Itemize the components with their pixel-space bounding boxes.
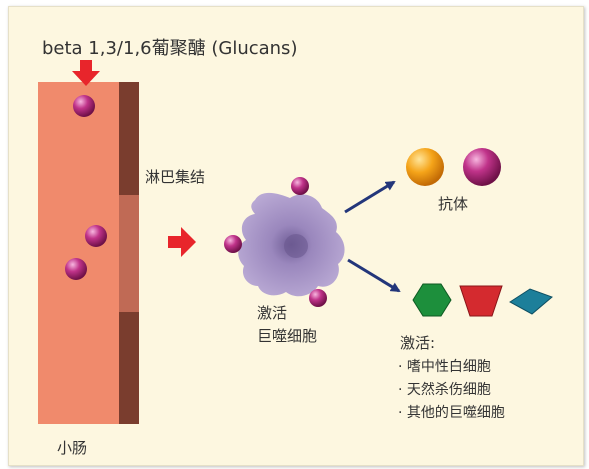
antibody-orange [406,148,444,186]
arrow-to-antibody [344,180,396,214]
lymph-strip-middle [119,195,139,312]
activated-cell-item: · 天然杀伤细胞 [398,382,491,398]
lymph-strip-bottom [119,312,139,424]
transfer-arrow [168,227,196,257]
macrophage-nucleus [284,234,308,258]
lymph-strip-top [119,82,139,195]
diagram-title: beta 1,3/1,6葡聚醣 (Glucans) [42,38,298,59]
macrophage-label-line2: 巨噬细胞 [257,327,318,345]
glucan-particle [309,289,327,307]
intestine-wall [38,82,124,424]
activated-cell-item: · 其他的巨噬细胞 [398,405,505,421]
glucan-particle [65,258,87,280]
glucan-particle [291,177,309,195]
entry-arrow [72,60,100,86]
macrophage-diamond [509,288,553,315]
activated-cell-item: · 嗜中性白细胞 [398,359,491,375]
nk-cell-trapezoid [459,285,503,317]
glucan-particle [73,95,95,117]
activate-label: 激活: [400,334,436,352]
macrophage-label-line1: 激活 [257,304,288,322]
neutrophil-hexagon [412,283,452,317]
glucan-particle [85,225,107,247]
arrow-to-cells [347,258,401,293]
glucan-particle [224,235,242,253]
lymph-label: 淋巴集结 [145,168,206,186]
antibody-label: 抗体 [438,195,469,213]
intestine-label: 小肠 [57,439,88,457]
antibody-magenta [463,148,501,186]
